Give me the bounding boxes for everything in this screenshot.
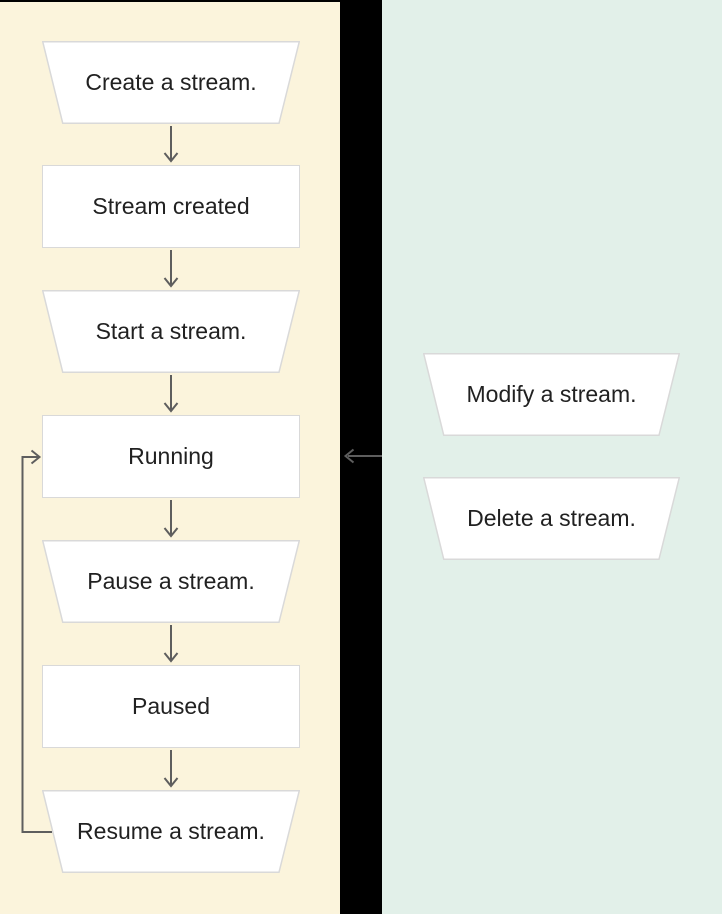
node-stream-created: Stream created [42,165,300,248]
node-label: Create a stream. [85,69,257,95]
node-label: Delete a stream. [467,505,636,531]
node-label: Stream created [92,193,250,219]
trapezoid-shape [42,41,300,124]
node-label: Paused [131,693,210,719]
node-running: Running [42,415,300,498]
trapezoid-shape [42,540,300,623]
node-paused: Paused [42,665,300,748]
node-create-stream: Create a stream. [42,41,300,124]
node-modify-stream: Modify a stream. [423,353,680,436]
trapezoid-shape [423,353,680,436]
node-delete-stream: Delete a stream. [423,477,680,560]
stream-actions-panel [382,0,722,914]
node-pause-stream: Pause a stream. [42,540,300,623]
trapezoid-shape [42,290,300,373]
node-label: Resume a stream. [77,818,265,844]
node-label: Running [128,443,214,469]
node-label: Start a stream. [95,318,247,344]
trapezoid-shape [42,790,300,873]
node-resume-stream: Resume a stream. [42,790,300,873]
arrow-actions-to-running [343,448,382,464]
node-start-stream: Start a stream. [42,290,300,373]
node-label: Modify a stream. [466,381,637,407]
trapezoid-shape [423,477,680,560]
node-label: Pause a stream. [87,568,255,594]
